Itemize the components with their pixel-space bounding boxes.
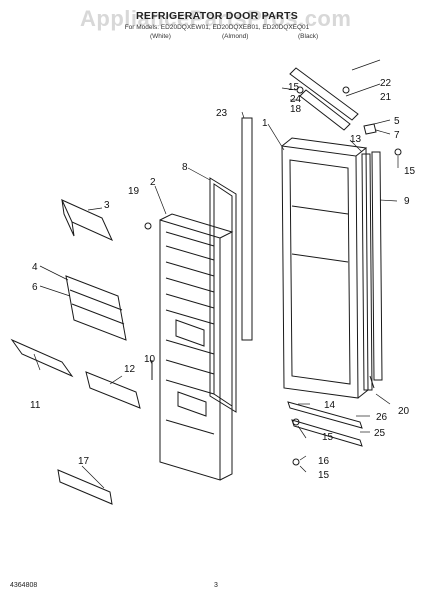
callout-2: 2 [150, 177, 156, 188]
model-list: For Models: ED20DQXEW01, ED20DQXEB01, ED… [124, 24, 310, 31]
callout-13: 13 [350, 134, 362, 145]
callout-17: 17 [78, 456, 90, 467]
callout-9: 9 [404, 196, 410, 207]
callout-12: 12 [124, 364, 136, 375]
variant-almond: (Almond) [222, 33, 249, 40]
door-bin-lower [10, 338, 141, 505]
leader-lines [33, 59, 399, 489]
callout-19: 19 [128, 186, 140, 197]
callout-5: 5 [394, 116, 400, 127]
page-number: 3 [214, 582, 218, 589]
document-number: 4364808 [10, 582, 38, 589]
callout-24: 24 [290, 94, 302, 105]
callout-numbers: 1 2 3 4 5 6 7 8 9 10 11 12 13 14 15 15 1… [30, 78, 416, 481]
outer-door-panel [281, 137, 369, 399]
door-trim-strip [241, 117, 253, 341]
watermark: AppliancePartsPros.com [80, 6, 352, 31]
callout-15-middle: 15 [322, 432, 334, 443]
callout-26: 26 [376, 412, 388, 423]
bottom-trim [287, 375, 375, 466]
callout-3: 3 [104, 200, 110, 211]
callout-16: 16 [318, 456, 330, 467]
diagram-title: REFRIGERATOR DOOR PARTS [135, 10, 299, 22]
top-cap [289, 67, 402, 156]
callout-14: 14 [324, 400, 336, 411]
callout-20: 20 [398, 406, 410, 417]
callout-1: 1 [262, 118, 268, 129]
door-liner [159, 213, 234, 481]
screw-19 [144, 222, 152, 230]
callout-23: 23 [216, 108, 228, 119]
callout-21: 21 [380, 92, 392, 103]
callout-25: 25 [374, 428, 386, 439]
callout-15-bottom: 15 [318, 470, 330, 481]
door-side-trim [361, 151, 383, 391]
callout-18: 18 [290, 104, 302, 115]
variant-black: (Black) [298, 33, 319, 40]
callout-7: 7 [394, 130, 400, 141]
callout-22: 22 [380, 78, 392, 89]
callout-10: 10 [144, 354, 156, 365]
callout-15-right: 15 [404, 166, 416, 177]
variant-white: (White) [150, 33, 171, 40]
callout-11: 11 [30, 400, 41, 411]
door-bin-upper [60, 199, 114, 241]
callout-15-top: 15 [288, 82, 300, 93]
callout-4: 4 [32, 262, 38, 273]
door-bin-middle [65, 275, 127, 341]
callout-8: 8 [182, 162, 188, 173]
callout-6: 6 [32, 282, 38, 293]
